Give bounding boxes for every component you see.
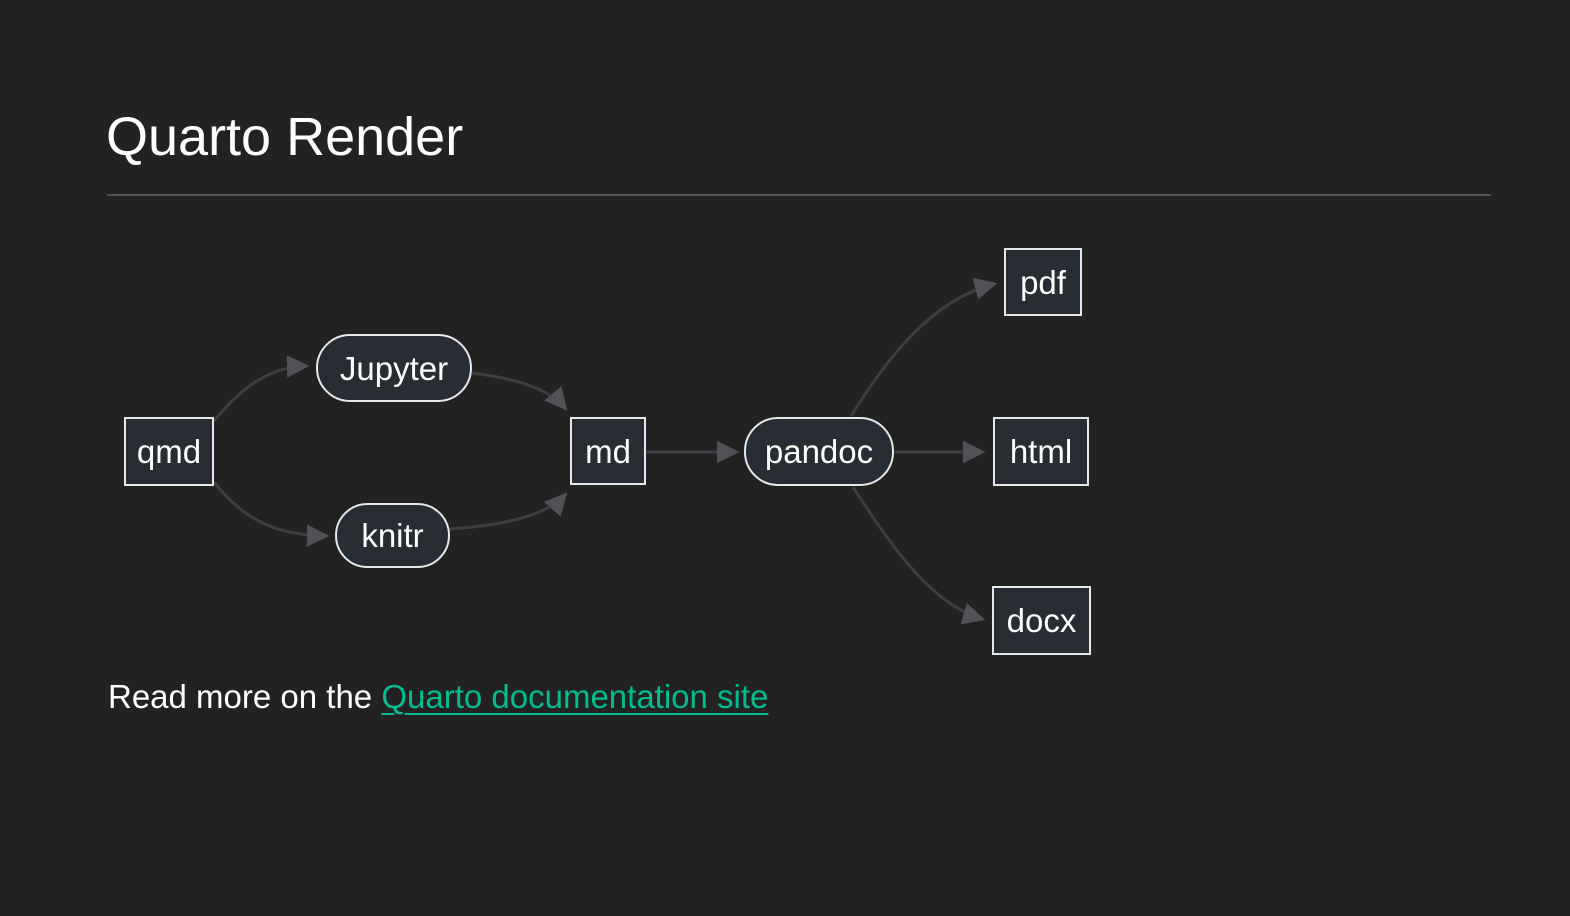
node-docx: docx <box>992 586 1091 655</box>
edge-pandoc-docx <box>851 486 986 625</box>
read-more-text: Read more on the <box>108 678 382 715</box>
page-title: Quarto Render <box>106 107 464 167</box>
edge-knitr-md <box>449 492 568 531</box>
edge-pandoc-pdf <box>849 277 998 417</box>
node-html: html <box>993 417 1089 486</box>
edge-qmd-jupyter <box>212 355 310 422</box>
title-divider <box>107 194 1491 196</box>
node-pandoc: pandoc <box>744 417 894 486</box>
node-qmd: qmd <box>124 417 214 486</box>
node-pdf: pdf <box>1004 248 1082 316</box>
quarto-documentation-link[interactable]: Quarto documentation site <box>381 678 769 715</box>
node-knitr: knitr <box>335 503 450 568</box>
node-jupyter: Jupyter <box>316 334 472 402</box>
edge-jupyter-md <box>471 371 568 411</box>
edge-qmd-knitr <box>212 481 330 547</box>
read-more-paragraph: Read more on the Quarto documentation si… <box>108 678 768 716</box>
flowchart-edges <box>212 277 998 625</box>
quarto-render-flowchart: qmd Jupyter knitr md pandoc pdf html doc… <box>108 230 1138 670</box>
node-md: md <box>570 417 646 485</box>
